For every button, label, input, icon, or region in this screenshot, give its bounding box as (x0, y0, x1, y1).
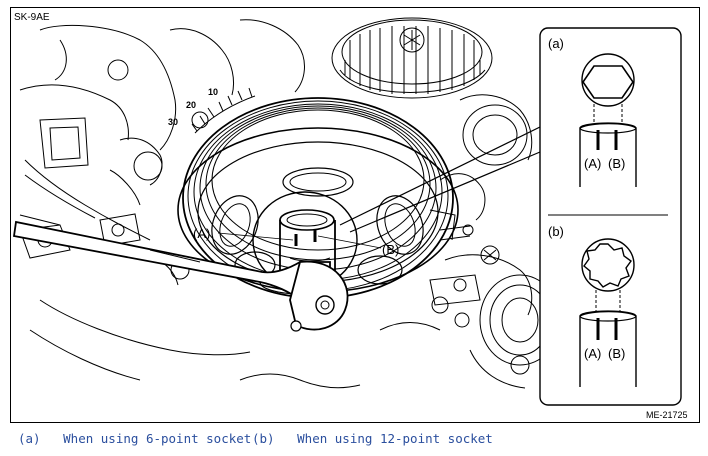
engine-block-drawing (19, 17, 561, 389)
inset-a-label-b: (B) (608, 156, 625, 171)
wrench-drawing (12, 214, 349, 332)
inset-b-label-b: (B) (608, 346, 625, 361)
caption-b-key: (b) (252, 431, 275, 446)
main-label-b: (B) (382, 242, 399, 257)
callout-line-lower (349, 151, 541, 233)
figure-code-top: SK-9AE (14, 12, 50, 23)
detail-inset-box (539, 27, 682, 406)
scale-label-20: 20 (186, 100, 196, 110)
inset-b-title: (b) (548, 224, 564, 239)
caption-a: (a) When using 6-point socket (18, 431, 251, 446)
caption-b: (b) When using 12-point socket (252, 431, 493, 446)
leader-a (217, 232, 294, 241)
scale-label-30: 30 (168, 117, 178, 127)
inset-a-title: (a) (548, 36, 564, 51)
twelve-point-socket-drawing (579, 238, 637, 387)
main-label-a: (A) (193, 226, 210, 241)
hex-socket-drawing (579, 53, 637, 187)
caption-a-text: When using 6-point socket (63, 431, 252, 446)
caption-a-key: (a) (18, 431, 41, 446)
inset-b-label-a: (A) (584, 346, 601, 361)
caption-b-text: When using 12-point socket (297, 431, 493, 446)
callout-line-upper (339, 126, 541, 226)
leader-b (317, 235, 382, 249)
figure-code-bottom: ME-21725 (646, 410, 688, 420)
inset-a-label-a: (A) (584, 156, 601, 171)
scale-label-10: 10 (208, 87, 218, 97)
angle-scale (191, 87, 256, 134)
